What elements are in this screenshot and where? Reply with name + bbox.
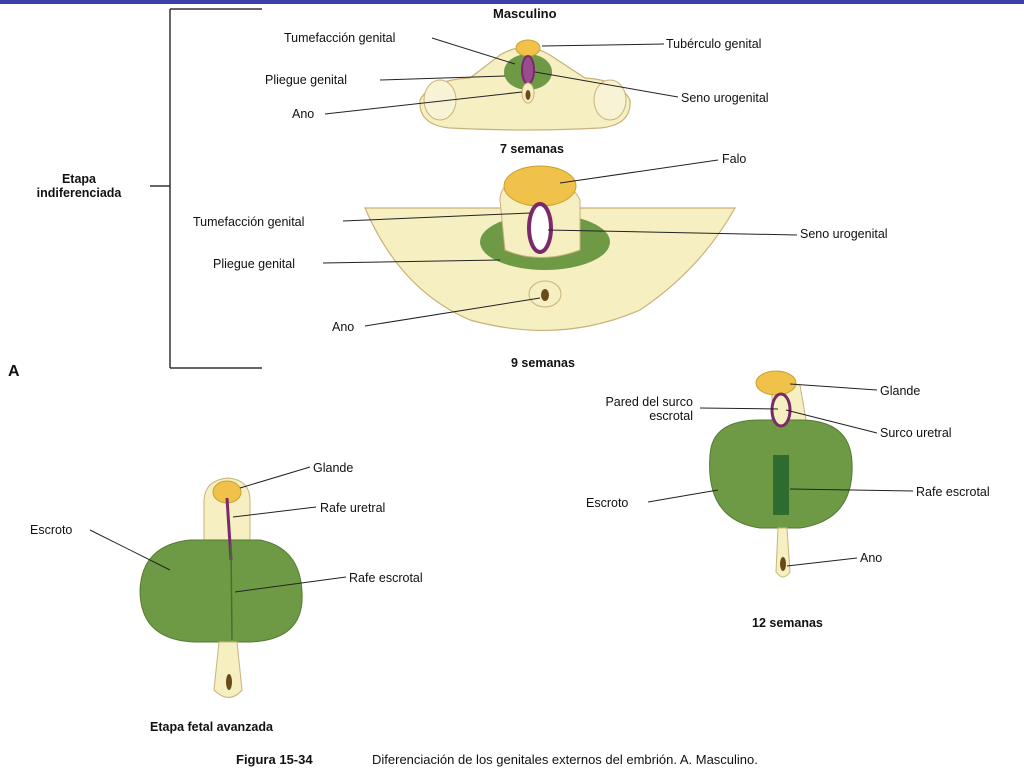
- label-fetal-glande: Glande: [313, 461, 354, 475]
- label-fetal-rafe-uretral: Rafe uretral: [320, 501, 386, 515]
- label-fetal-escroto: Escroto: [30, 523, 73, 537]
- label-12w-glande: Glande: [880, 384, 921, 398]
- caption-12-weeks: 12 semanas: [752, 616, 823, 630]
- bracket-label: Etapa indiferenciada: [24, 172, 134, 200]
- figure-number: Figura 15-34: [236, 752, 313, 767]
- caption-9-weeks: 9 semanas: [511, 356, 575, 370]
- caption-7-weeks: 7 semanas: [500, 142, 564, 156]
- bracket-label-line2: indiferenciada: [36, 186, 122, 200]
- label-fetal-rafe-escrotal: Rafe escrotal: [349, 571, 423, 585]
- embryo-12-weeks: [709, 370, 853, 578]
- leader-lines: [89, 37, 914, 593]
- figure-caption: Diferenciación de los genitales externos…: [372, 752, 758, 767]
- top-accent-bar: [0, 0, 1024, 4]
- label-12w-pared-line2: escrotal: [649, 409, 693, 423]
- bracket-label-line1: Etapa: [61, 172, 97, 186]
- label-9w-tumefaccion: Tumefacción genital: [193, 215, 305, 229]
- label-9w-falo: Falo: [722, 152, 747, 166]
- embryo-9-weeks: [364, 165, 737, 332]
- label-9w-pliegue: Pliegue genital: [213, 257, 296, 271]
- label-7w-tumefaccion: Tumefacción genital: [284, 31, 396, 45]
- embryo-fetal-advanced: [139, 477, 303, 698]
- caption-fetal: Etapa fetal avanzada: [150, 720, 273, 734]
- label-12w-escroto: Escroto: [586, 496, 629, 510]
- label-7w-tuberculo: Tubérculo genital: [666, 37, 762, 51]
- diagram-title: Masculino: [493, 6, 557, 21]
- embryo-7-weeks: [419, 39, 631, 131]
- label-9w-ano: Ano: [332, 320, 355, 334]
- label-12w-rafe: Rafe escrotal: [916, 485, 990, 499]
- label-12w-pared-line1: Pared del surco: [605, 395, 693, 409]
- label-12w-pared: Pared del surco escrotal: [577, 395, 693, 423]
- label-7w-pliegue: Pliegue genital: [265, 73, 348, 87]
- label-12w-surco: Surco uretral: [880, 426, 952, 440]
- label-12w-ano: Ano: [860, 551, 883, 565]
- label-9w-seno: Seno urogenital: [800, 227, 888, 241]
- bracket: [150, 8, 262, 369]
- panel-letter: A: [8, 363, 20, 380]
- label-7w-ano: Ano: [292, 107, 315, 121]
- label-7w-seno: Seno urogenital: [681, 91, 769, 105]
